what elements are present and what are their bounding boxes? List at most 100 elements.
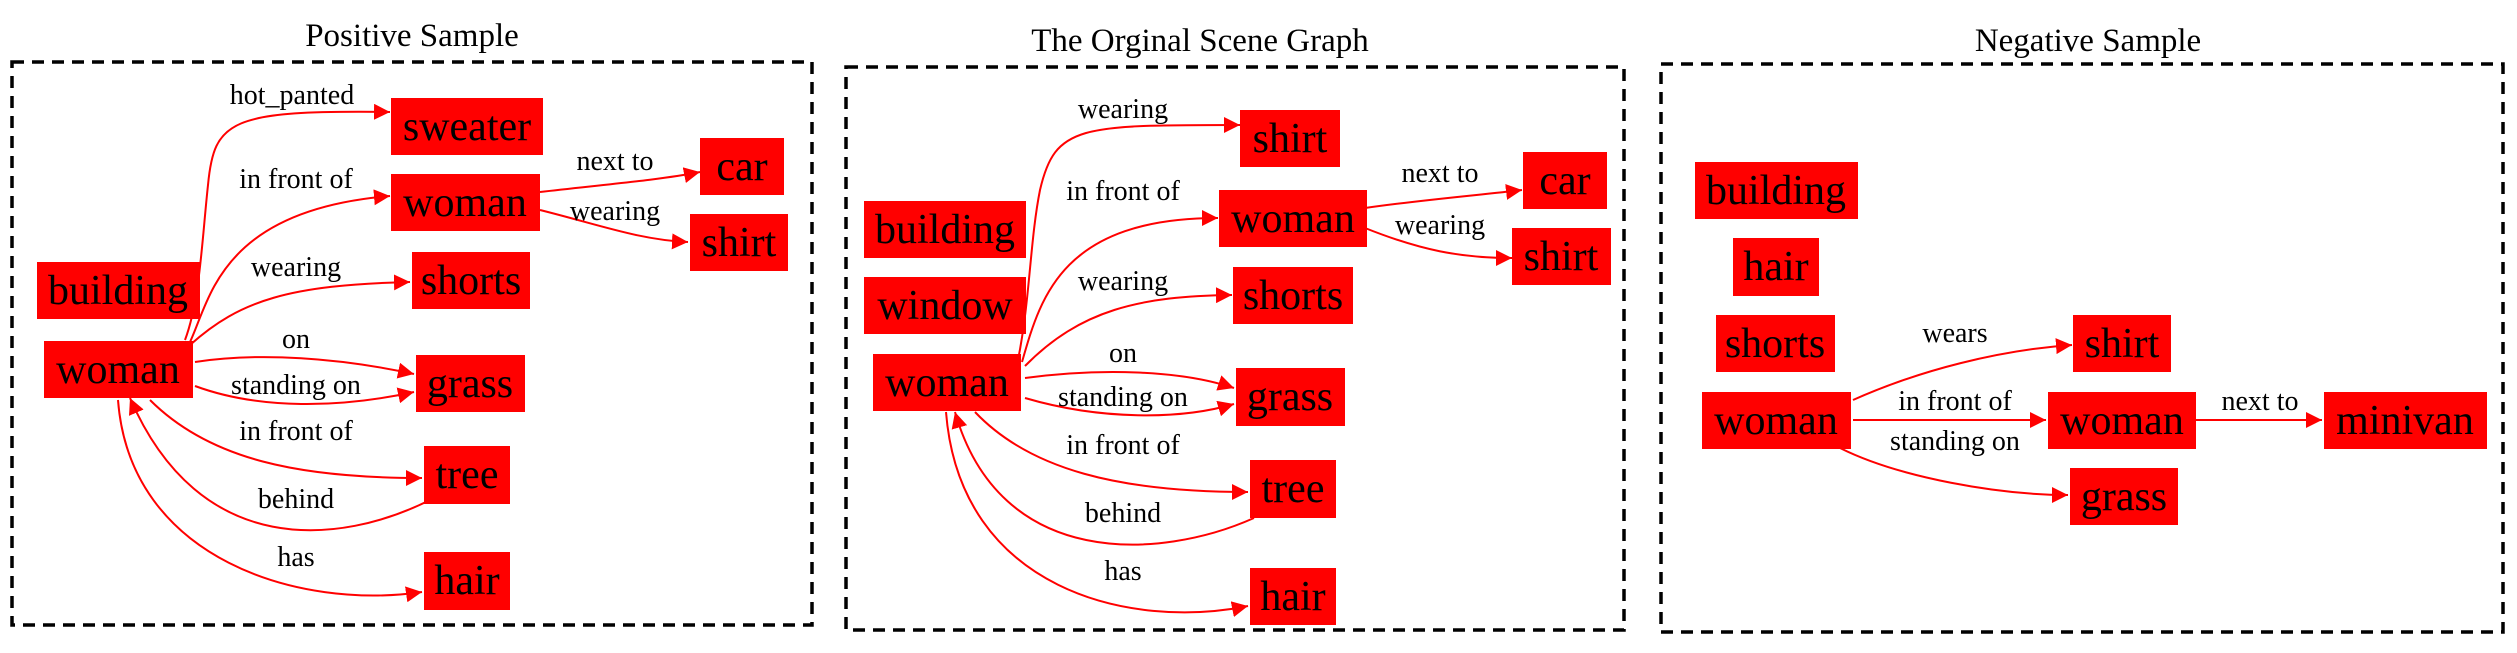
edge-label: has	[277, 542, 314, 573]
node-woman: woman	[873, 354, 1021, 411]
edge-label: wearing	[1078, 94, 1168, 125]
node-woman: woman	[44, 341, 193, 398]
edge-in-front-of	[1021, 210, 1219, 363]
svg-text:woman: woman	[885, 360, 1009, 406]
edge-label: next to	[1402, 158, 1479, 189]
svg-text:hair: hair	[434, 558, 499, 604]
node-hair: hair	[424, 552, 510, 610]
svg-text:shirt: shirt	[702, 220, 777, 266]
svg-text:shorts: shorts	[1725, 321, 1825, 367]
edges	[1839, 338, 2322, 503]
node-tree: tree	[1250, 460, 1336, 518]
edge-label: on	[282, 324, 310, 355]
edge-in-front-of-tree	[149, 399, 423, 486]
svg-text:woman: woman	[1714, 398, 1838, 444]
edge-label: has	[1104, 556, 1141, 587]
svg-text:tree: tree	[1262, 466, 1325, 512]
node-window: window	[864, 277, 1026, 334]
edge-next-to	[1364, 183, 1523, 209]
edge-labels: wearing in front of next to wearing wear…	[1058, 94, 1485, 587]
edge-labels: wears in front of next to standing on	[1890, 318, 2298, 457]
svg-text:building: building	[875, 207, 1015, 253]
node-shirt: shirt	[690, 214, 788, 271]
edges	[117, 103, 701, 603]
node-shirt: shirt	[1240, 110, 1340, 167]
svg-text:grass: grass	[1247, 374, 1333, 420]
svg-text:shorts: shorts	[421, 258, 521, 304]
edge-label: next to	[2222, 386, 2299, 417]
edge-label: in front of	[239, 164, 353, 195]
node-shirt: shirt	[2073, 315, 2171, 372]
edge-wears	[1852, 338, 2073, 401]
edge-label: standing on	[1890, 426, 2020, 457]
edges	[945, 117, 1523, 618]
edge-label: on	[1109, 338, 1137, 369]
edge-label: wearing	[1395, 210, 1485, 241]
node-hair: hair	[1733, 238, 1819, 296]
svg-text:building: building	[1706, 168, 1846, 214]
nodes: building hair shorts shirt woman woman	[1695, 162, 2487, 525]
panel-title: The Orginal Scene Graph	[1031, 23, 1369, 59]
node-car: car	[1523, 152, 1607, 209]
panel-frame	[10, 60, 814, 627]
node-minivan: minivan	[2324, 392, 2487, 449]
edge-standing-on	[194, 385, 415, 405]
svg-text:shirt: shirt	[1524, 234, 1599, 280]
edge-standing-on	[1839, 447, 2069, 503]
edge-wearing-shirt	[539, 209, 689, 250]
svg-text:shirt: shirt	[1253, 116, 1328, 162]
node-woman2: woman	[1219, 190, 1367, 247]
panel-positive-sample: Positive Sample hot_panted in front of n…	[10, 18, 814, 627]
edge-labels: hot_panted in front of next to wearing w…	[230, 80, 660, 573]
svg-text:grass: grass	[427, 361, 513, 407]
svg-text:hair: hair	[1743, 244, 1808, 290]
edge-label: wearing	[251, 252, 341, 283]
edge-wearing-shirt2	[1364, 227, 1513, 266]
edge-next-to	[539, 167, 701, 193]
node-sweater: sweater	[391, 98, 543, 155]
edge-has	[117, 399, 423, 603]
svg-text:window: window	[877, 283, 1013, 329]
edge-wearing-shorts	[189, 274, 411, 346]
node-hair: hair	[1250, 568, 1336, 625]
svg-text:car: car	[716, 144, 767, 190]
node-tree: tree	[424, 446, 510, 504]
panel-title: Negative Sample	[1975, 23, 2201, 59]
edge-label: standing on	[231, 370, 361, 401]
edge-label: in front of	[1066, 430, 1180, 461]
edge-label: next to	[577, 146, 654, 177]
panel-frame	[1659, 62, 2505, 634]
node-grass: grass	[416, 355, 525, 412]
svg-text:grass: grass	[2081, 474, 2167, 520]
node-woman2: woman	[391, 174, 540, 231]
svg-text:car: car	[1539, 158, 1590, 204]
edge-label: wearing	[570, 196, 660, 227]
svg-text:shorts: shorts	[1243, 273, 1343, 319]
edge-has	[945, 411, 1249, 618]
edge-label: in front of	[1066, 176, 1180, 207]
node-grass: grass	[1236, 368, 1345, 426]
edge-on	[194, 356, 415, 379]
node-woman2: woman	[2048, 392, 2196, 449]
edge-label: wears	[1922, 318, 1987, 349]
svg-text:tree: tree	[436, 452, 499, 498]
edge-hot-panted	[184, 103, 391, 341]
edge-in-front-of	[189, 189, 391, 343]
edge-label: standing on	[1058, 382, 1188, 413]
edge-label: behind	[258, 484, 334, 515]
panel-frame	[844, 65, 1626, 632]
edge-label: in front of	[1898, 386, 2012, 417]
edge-label: wearing	[1078, 266, 1168, 297]
svg-text:sweater: sweater	[403, 104, 531, 150]
edge-label: behind	[1085, 498, 1161, 529]
edge-in-front-of-tree	[974, 411, 1249, 500]
svg-text:woman: woman	[1231, 196, 1355, 242]
panel-title: Positive Sample	[305, 18, 519, 54]
node-woman: woman	[1702, 392, 1851, 449]
node-building: building	[864, 201, 1026, 258]
edge-behind	[951, 411, 1255, 546]
svg-text:building: building	[48, 268, 188, 314]
svg-text:woman: woman	[56, 347, 180, 393]
node-building: building	[1695, 162, 1858, 219]
